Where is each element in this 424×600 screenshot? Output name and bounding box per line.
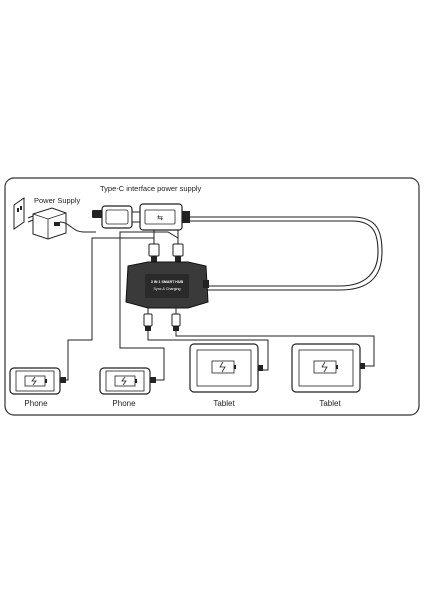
tablet-device-2 — [291, 343, 365, 393]
loop-cable — [190, 216, 383, 291]
power-supply-label: Power Supply — [34, 196, 81, 205]
device-label-tablet-1: Tablet — [213, 399, 235, 408]
device-label-phone-2: Phone — [112, 399, 136, 408]
smart-hub — [125, 261, 209, 309]
hub-bottom-plugs — [143, 308, 181, 331]
tablet-device-1 — [189, 343, 263, 393]
svg-text:⇆: ⇆ — [157, 214, 163, 222]
device-label-phone-1: Phone — [24, 399, 48, 408]
power-adapter-icon — [27, 207, 67, 240]
device-label-tablet-2: Tablet — [319, 399, 341, 408]
adapter-cable — [59, 221, 96, 233]
wall-outlet-icon — [13, 197, 25, 230]
hub-subtitle: Sync & Charging — [153, 287, 181, 291]
phone-device-1 — [9, 367, 66, 395]
type-c-supply-label: Type-C interface power supply — [100, 184, 202, 193]
hub-title: 3 IN 1 SMART HUB — [150, 280, 184, 284]
phone-device-2 — [99, 367, 156, 395]
hub-top-plugs — [148, 243, 184, 262]
type-c-connector: ⇆ — [92, 203, 190, 231]
device-cables — [60, 231, 375, 381]
diagram-frame — [4, 177, 420, 416]
